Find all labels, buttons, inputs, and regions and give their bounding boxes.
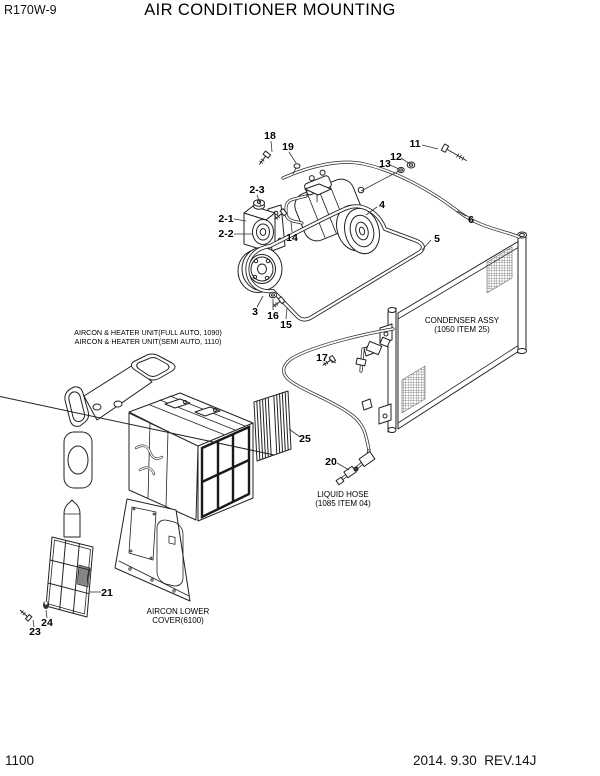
callout-23: 23 (29, 626, 41, 638)
condenser-label-line2: (1050 ITEM 25) (434, 325, 490, 334)
lower-cover-label-line2: COVER(6100) (152, 616, 204, 625)
page-title: AIR CONDITIONER MOUNTING (144, 1, 396, 19)
callout-2-2: 2-2 (218, 228, 233, 240)
callout-3: 3 (252, 306, 258, 318)
callout-5: 5 (434, 233, 440, 245)
drive-belt-drawing (245, 204, 425, 322)
leader-lines (32, 140, 467, 628)
lower-cover-drawing (114, 498, 191, 602)
callout-17: 17 (316, 352, 328, 364)
heater-unit-drawing (63, 353, 254, 522)
condenser-assy-drawing (361, 231, 527, 433)
callout-2-3: 2-3 (249, 184, 264, 196)
callout-24: 24 (41, 617, 53, 629)
callout-15: 15 (280, 319, 292, 331)
condenser-screen-drawing (0, 390, 292, 462)
filter-panel-drawing (45, 536, 94, 618)
callout-21: 21 (101, 587, 113, 599)
callout-13: 13 (379, 158, 391, 170)
callout-2-1: 2-1 (218, 213, 233, 225)
part-text-labels: AIRCON & HEATER UNIT(FULL AUTO, 1090) AI… (74, 316, 500, 625)
idler-pulley-drawing (237, 247, 283, 293)
callout-numbers: 18 19 11 12 13 2-3 2-1 2-2 4 14 6 5 3 16… (29, 130, 474, 638)
callout-12: 12 (390, 151, 402, 163)
heater-unit-label-line2: AIRCON & HEATER UNIT(SEMI AUTO, 1110) (75, 337, 222, 346)
callout-18: 18 (264, 130, 276, 142)
callout-16: 16 (267, 310, 279, 322)
liquid-hose-label-line1: LIQUID HOSE (317, 490, 369, 499)
fastener-hardware-drawing (19, 143, 467, 622)
callout-11: 11 (409, 138, 420, 150)
callout-14: 14 (286, 232, 298, 244)
callout-19: 19 (282, 141, 294, 153)
callout-6: 6 (468, 214, 474, 226)
page-number: 1100 (5, 753, 35, 768)
liquid-hose-drawing (282, 327, 395, 486)
lower-cover-label-line1: AIRCON LOWER (147, 607, 210, 616)
callout-25: 25 (299, 433, 311, 445)
callout-20: 20 (325, 456, 337, 468)
receiver-drier-drawing (63, 499, 81, 538)
revision-date: 2014. 9.30 REV.14J (413, 753, 537, 768)
discharge-hose-drawing (281, 160, 521, 239)
heater-unit-label-line1: AIRCON & HEATER UNIT(FULL AUTO, 1090) (74, 328, 222, 337)
callout-4: 4 (379, 199, 385, 211)
liquid-hose-label-line2: (1085 ITEM 04) (315, 499, 371, 508)
model-code: R170W-9 (4, 3, 57, 17)
condenser-label-line1: CONDENSER ASSY (425, 316, 500, 325)
